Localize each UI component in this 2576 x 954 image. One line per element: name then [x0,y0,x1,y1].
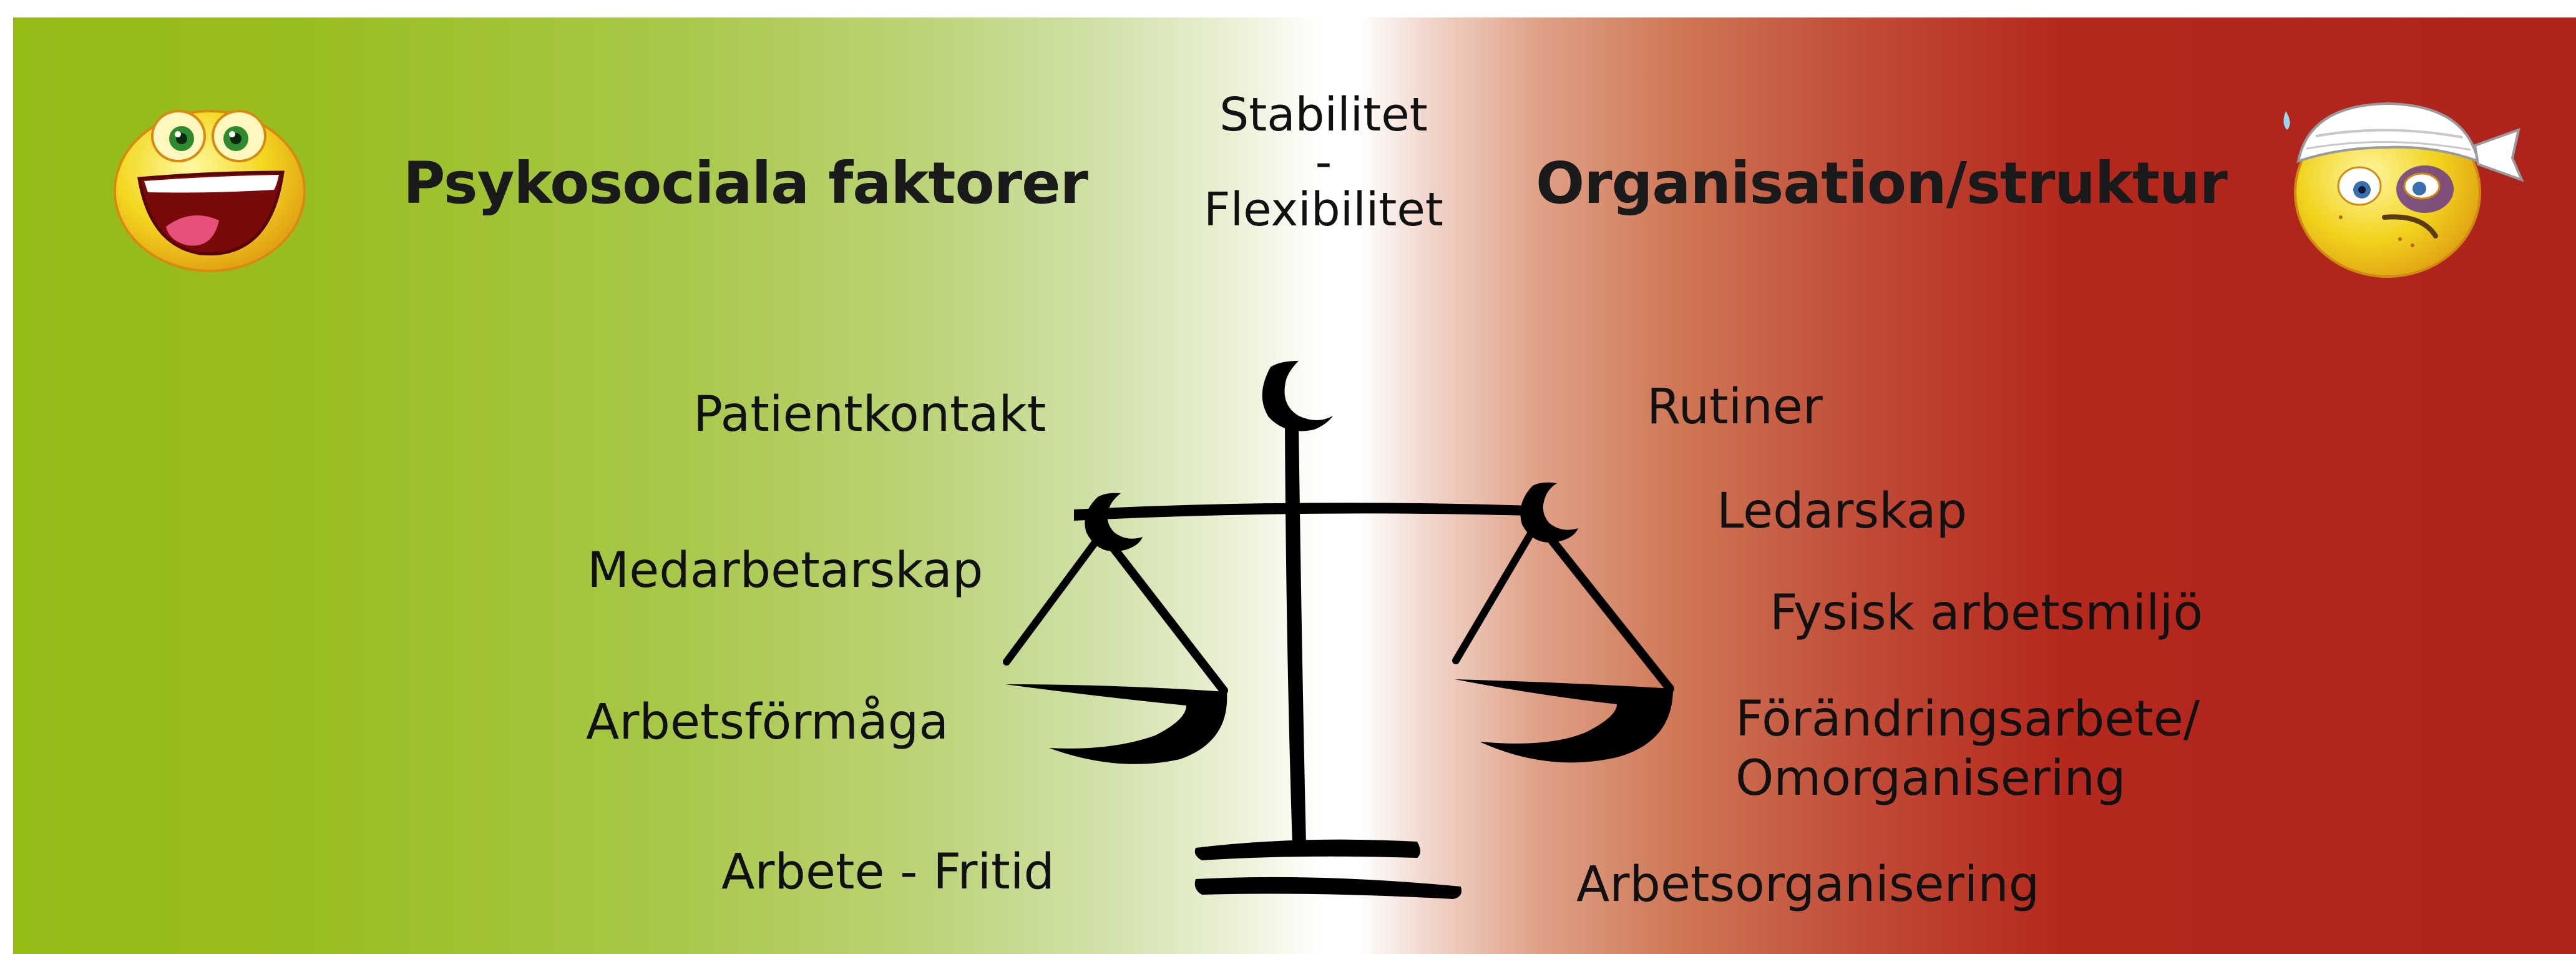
right-item-omorganisering: Omorganisering [1735,750,2126,807]
left-item-medarbetarskap: Medarbetarskap [587,543,983,599]
right-item-forandringsarbete: Förändringsarbete/ [1735,691,2200,747]
banner-background: Psykosociala faktorer Organisation/struk… [13,17,2576,954]
separator-text: - [1315,135,1332,189]
flexibility-text: Flexibilitet [1204,183,1443,237]
balance-scale-icon [1003,361,1674,899]
left-heading: Psykosociala faktorer [403,150,1088,217]
right-heading: Organisation/struktur [1536,150,2228,217]
bandaged-injured-face-icon [2283,102,2524,278]
stability-text: Stabilitet [1219,88,1428,142]
laughing-face-icon [114,110,306,272]
left-item-arbetsformaga: Arbetsförmåga [586,694,949,750]
right-item-arbetsorganisering: Arbetsorganisering [1576,857,2040,913]
right-item-rutiner: Rutiner [1647,379,1823,435]
stability-flexibility-label: Stabilitet - Flexibilitet [1193,91,1455,234]
left-item-patientkontakt: Patientkontakt [693,386,1046,443]
right-item-ledarskap: Ledarskap [1717,483,1968,539]
left-item-arbete-fritid: Arbete - Fritid [721,844,1055,900]
right-item-fysisk-arbetsmiljo: Fysisk arbetsmiljö [1770,585,2203,641]
